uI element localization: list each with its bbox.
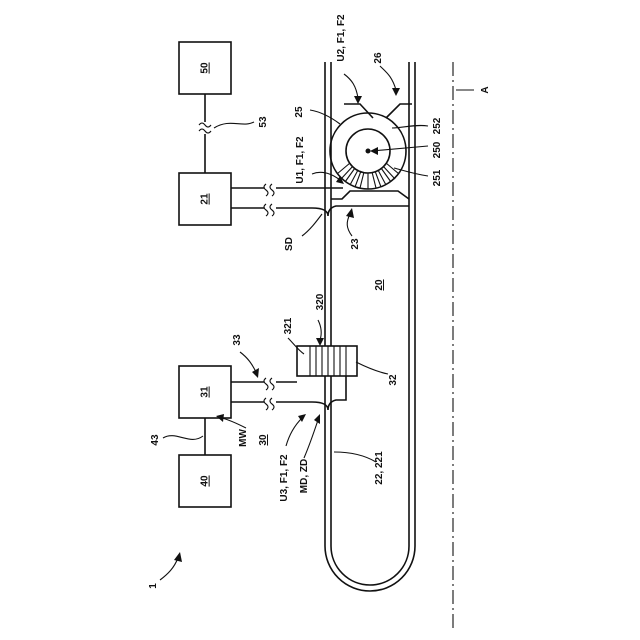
label-30: 30	[258, 434, 269, 446]
label-md-zd: MD, ZD	[299, 459, 310, 493]
block-31-label: 31	[200, 386, 211, 398]
label-u3-f1-f2: U3, F1, F2	[279, 454, 290, 502]
block-40: 40	[179, 455, 231, 507]
block-21: 21	[179, 173, 231, 225]
link-31-40	[163, 418, 205, 455]
label-sd: SD	[284, 237, 295, 251]
block-50: 50	[179, 42, 231, 94]
label-251: 251	[432, 169, 443, 186]
label-320: 320	[315, 293, 326, 310]
label-22-221: 22, 221	[374, 451, 385, 485]
block-50-label: 50	[200, 62, 211, 74]
label-26: 26	[373, 52, 384, 64]
block-21-label: 21	[200, 193, 211, 205]
label-23: 23	[350, 238, 361, 250]
cable-23	[231, 184, 409, 216]
label-u2-f1-f2: U2, F1, F2	[336, 14, 347, 62]
label-u1-f1-f2: U1, F1, F2	[295, 136, 306, 184]
label-43: 43	[150, 434, 161, 446]
label-252: 252	[432, 117, 443, 134]
label-25: 25	[294, 106, 305, 118]
label-53: 53	[258, 116, 269, 128]
label-32: 32	[388, 374, 399, 386]
label-mw: MW	[238, 429, 249, 447]
label-250: 250	[432, 141, 443, 158]
link-50-21	[199, 94, 254, 173]
label-33: 33	[232, 334, 243, 346]
label-321: 321	[283, 317, 294, 334]
probe-body	[325, 62, 415, 591]
label-axis-a: A	[480, 86, 491, 93]
element-32	[297, 346, 357, 376]
cable-33	[231, 376, 346, 410]
label-20: 20	[374, 279, 385, 291]
block-31: 31	[179, 366, 231, 418]
label-1: 1	[148, 583, 159, 589]
block-40-label: 40	[200, 475, 211, 487]
